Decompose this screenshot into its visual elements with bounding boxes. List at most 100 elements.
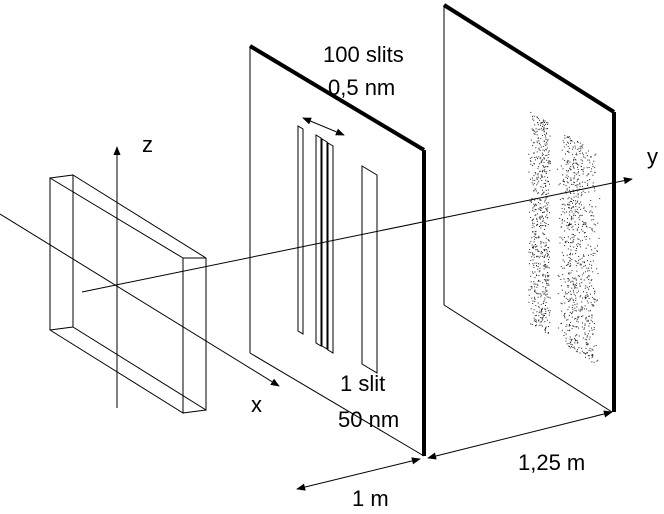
pattern-dot	[567, 150, 569, 152]
pattern-dot	[533, 222, 535, 224]
pattern-dot	[541, 309, 543, 311]
pattern-dot	[579, 219, 581, 221]
pattern-dot	[569, 299, 571, 301]
pattern-dot	[575, 195, 577, 197]
pattern-dot	[563, 198, 564, 200]
pattern-dot	[590, 319, 592, 321]
pattern-dot	[576, 326, 577, 328]
pattern-dot	[544, 201, 546, 203]
pattern-dot	[546, 133, 548, 135]
pattern-dot	[531, 197, 533, 199]
pattern-dot	[575, 202, 577, 204]
pattern-dot	[571, 270, 573, 272]
pattern-dot	[533, 203, 535, 205]
pattern-dot	[574, 200, 576, 202]
pattern-dot	[542, 211, 544, 213]
pattern-dot	[592, 305, 594, 307]
pattern-dot	[561, 226, 563, 228]
pattern-dot	[579, 153, 581, 155]
pattern-dot	[577, 245, 578, 247]
pattern-dot	[546, 147, 548, 149]
pattern-dot	[574, 184, 576, 186]
pattern-dot	[570, 201, 572, 202]
pattern-dot	[531, 246, 533, 248]
pattern-dot	[578, 327, 580, 329]
pattern-dot	[536, 237, 538, 239]
pattern-dot	[536, 178, 538, 180]
pattern-dot	[571, 328, 573, 330]
pattern-dot	[588, 325, 590, 327]
pattern-dot	[590, 293, 591, 295]
pattern-dot	[543, 120, 545, 122]
pattern-dot	[592, 355, 594, 357]
pattern-dot	[535, 291, 537, 293]
pattern-dot	[583, 291, 584, 293]
pattern-dot	[591, 212, 593, 214]
pattern-dot	[544, 169, 546, 171]
single-slit	[361, 165, 378, 374]
pattern-dot	[568, 224, 570, 226]
pattern-dot	[530, 323, 532, 325]
pattern-dot	[541, 225, 543, 227]
pattern-dot	[535, 249, 537, 251]
pattern-dot	[587, 343, 589, 345]
pattern-dot	[548, 284, 550, 286]
pattern-dot	[591, 267, 592, 269]
pattern-dot	[560, 323, 562, 324]
pattern-dot	[585, 247, 587, 249]
pattern-dot	[538, 315, 540, 317]
pattern-dot	[565, 326, 567, 327]
pattern-dot	[575, 310, 577, 312]
pattern-dot	[574, 326, 576, 328]
pattern-dot	[544, 256, 545, 258]
pattern-dot	[545, 266, 547, 268]
pattern-dot	[585, 222, 587, 224]
pattern-dot	[592, 349, 594, 351]
pattern-dot	[535, 244, 536, 245]
pattern-dot	[529, 200, 531, 202]
pattern-dot	[534, 325, 536, 327]
pattern-dot	[566, 170, 568, 172]
pattern-dot	[544, 313, 546, 315]
pattern-dot	[535, 188, 537, 190]
pattern-dot	[542, 123, 544, 125]
pattern-dot	[573, 278, 575, 280]
pattern-dot	[547, 275, 549, 277]
pattern-dot	[583, 265, 585, 267]
pattern-dot	[571, 216, 572, 218]
pattern-dot	[573, 246, 575, 248]
pattern-dot	[540, 311, 542, 313]
pattern-dot	[567, 319, 569, 321]
pattern-dot	[534, 289, 536, 291]
pattern-dot	[563, 142, 565, 144]
pattern-dot	[562, 267, 564, 269]
pattern-dot	[588, 275, 590, 277]
pattern-dot	[584, 236, 586, 238]
pattern-dot	[575, 203, 576, 205]
pattern-dot	[584, 271, 586, 273]
pattern-dot	[540, 122, 542, 124]
pattern-dot	[558, 276, 560, 277]
pattern-dot	[533, 264, 535, 266]
slit	[315, 134, 322, 347]
pattern-dot	[588, 275, 590, 277]
pattern-dot	[569, 260, 571, 262]
pattern-dot	[578, 203, 580, 205]
pattern-dot	[561, 197, 563, 199]
pattern-dot	[548, 267, 550, 269]
pattern-dot	[546, 210, 548, 212]
pattern-dot	[569, 200, 571, 202]
pattern-dot	[585, 342, 587, 344]
pattern-dot	[546, 290, 548, 292]
pattern-dot	[579, 146, 581, 148]
pattern-dot	[546, 274, 548, 276]
pattern-dot	[573, 301, 575, 303]
pattern-dot	[536, 220, 538, 222]
pattern-dot	[572, 284, 574, 286]
pattern-dot	[543, 128, 544, 130]
pattern-dot	[561, 237, 563, 239]
pattern-dot	[531, 237, 533, 239]
pattern-dot	[571, 307, 573, 308]
pattern-dot	[592, 255, 594, 256]
pattern-dot	[583, 222, 585, 224]
